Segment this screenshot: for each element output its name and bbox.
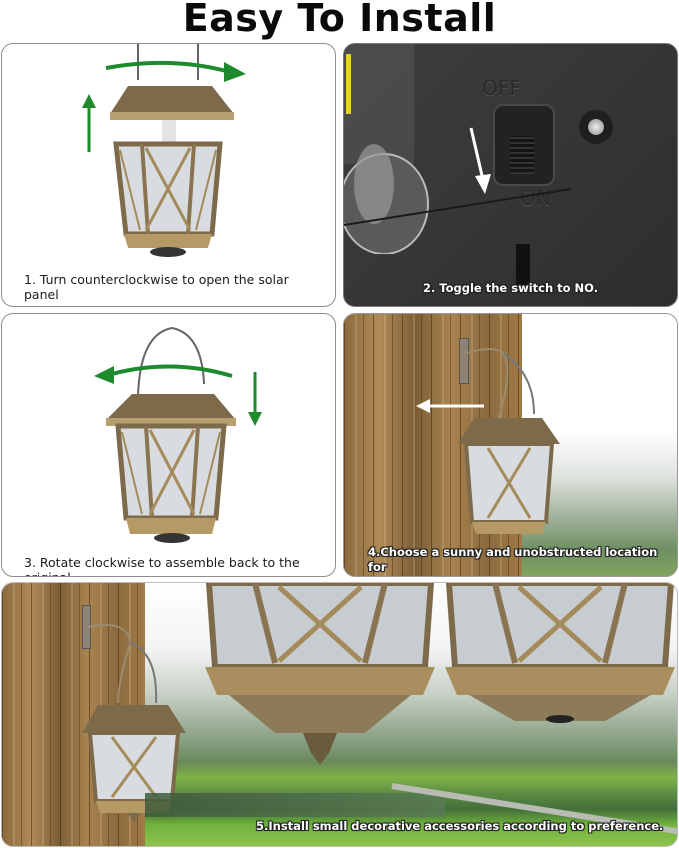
lantern-open-illustration [82, 44, 246, 257]
lantern-base-without-finial-illustration [445, 583, 675, 723]
step-1-caption-line1: 1. Turn counterclockwise to open the sol… [24, 272, 289, 302]
step-3-panel: 3. Rotate clockwise to assemble back to … [1, 313, 336, 577]
left-arrow-icon [416, 399, 484, 413]
step-3-caption: 3. Rotate clockwise to assemble back to … [24, 555, 300, 576]
hanging-lantern-illustration [458, 348, 560, 534]
switch-on-label: ON [520, 186, 551, 210]
lake [145, 793, 445, 817]
step-5-caption: 5.Install small decorative accessories a… [256, 819, 664, 833]
lantern-assembled-illustration [94, 326, 262, 543]
step-4-caption: 4.Choose a sunny and unobstructed locati… [368, 545, 658, 576]
lantern-base-with-finial-illustration [205, 583, 435, 765]
step-5-panel: 5.Install small decorative accessories a… [1, 582, 678, 847]
step-1-caption-line2: and lampshade. [24, 304, 325, 306]
step-2-panel: OFF ON 2. Toggle the switch to NO. [343, 43, 678, 307]
step-1-panel: 1. Turn counterclockwise to open the sol… [1, 43, 336, 307]
rotate-arrow-icon [111, 364, 233, 378]
screw-icon [579, 110, 613, 144]
step-4-panel: 4.Choose a sunny and unobstructed locati… [343, 313, 678, 577]
bulb-illustration [344, 44, 429, 254]
rotate-arrow-icon [105, 60, 231, 74]
step-2-caption: 2. Toggle the switch to NO. [422, 281, 599, 295]
wall-bracket [459, 338, 469, 384]
down-arrow-icon [469, 127, 491, 194]
switch-off-label: OFF [482, 76, 521, 100]
power-switch[interactable] [493, 104, 555, 186]
page-title: Easy To Install [182, 0, 497, 40]
